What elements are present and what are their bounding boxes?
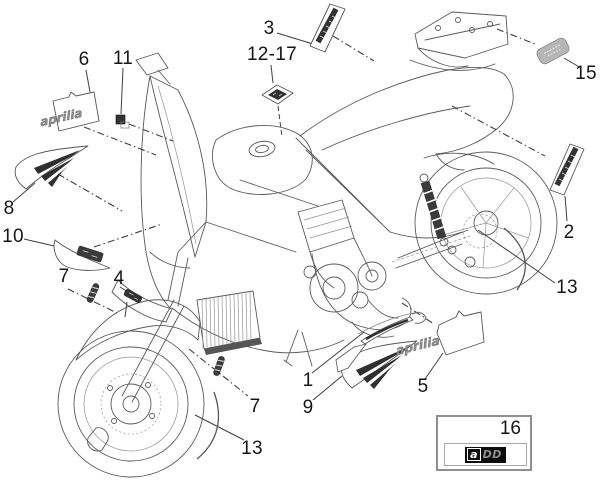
- callout-8: 8: [3, 198, 15, 219]
- callout-1: 1: [302, 370, 314, 391]
- rear-shock: [419, 173, 449, 247]
- callout-5: 5: [417, 376, 429, 397]
- decal-strip-2: [549, 143, 585, 196]
- callout-15: 15: [575, 63, 597, 84]
- dd-mark: DD: [482, 448, 502, 461]
- decal-pin-7-left: [86, 283, 100, 303]
- decal-rim-stripe-rear-13: [503, 227, 526, 291]
- decal-aprilia-windshield: aprilia: [40, 91, 100, 132]
- decal-pin-7-bottom: [213, 356, 225, 376]
- fuel-tank: [212, 125, 313, 195]
- legend-decal-strip: a DD: [444, 443, 527, 466]
- aprilia-logo-text: aprilia: [395, 332, 440, 358]
- decal-tag-15: [536, 37, 570, 65]
- callout-12-17: 12-17: [246, 44, 298, 65]
- decal-label-12-17: [261, 84, 294, 105]
- decal-wing-8: [14, 145, 89, 190]
- leader-lines: [12, 28, 582, 441]
- radiator: [196, 290, 262, 355]
- decal-small-square-11: [115, 114, 130, 129]
- callout-13-right: 13: [556, 277, 578, 298]
- decal-sail-10: [53, 239, 111, 271]
- decal-fender-stripe-13: [196, 391, 220, 460]
- front-fender-fork: [75, 221, 207, 403]
- decal-4: [123, 289, 143, 303]
- callout-7-bottom: 7: [249, 396, 261, 417]
- callout-9: 9: [302, 397, 314, 418]
- aprilia-a-mark: a: [467, 448, 481, 461]
- callout-4: 4: [113, 268, 125, 289]
- callout-2: 2: [563, 222, 575, 243]
- decal-strip-3: [309, 3, 346, 53]
- legend-box-16: 16 a DD: [436, 415, 532, 471]
- brand-chip-logo: a DD: [465, 446, 506, 463]
- decal-wing-9: [335, 340, 418, 389]
- decal-swoosh-1: [357, 311, 427, 345]
- seat-tail-rack: [299, 11, 514, 171]
- callout-13-bottom: 13: [241, 438, 263, 459]
- callout-3: 3: [263, 18, 275, 39]
- callout-6: 6: [78, 49, 90, 70]
- callout-16: 16: [499, 418, 521, 439]
- callout-7-left: 7: [58, 266, 70, 287]
- callout-11: 11: [112, 48, 134, 69]
- windshield-front-fairing: [111, 52, 263, 351]
- swingarm-chain: [389, 229, 471, 269]
- frame-engine: [205, 137, 412, 367]
- front-wheel: [57, 330, 205, 478]
- callout-10: 10: [2, 226, 24, 247]
- rear-wheel: [414, 151, 558, 295]
